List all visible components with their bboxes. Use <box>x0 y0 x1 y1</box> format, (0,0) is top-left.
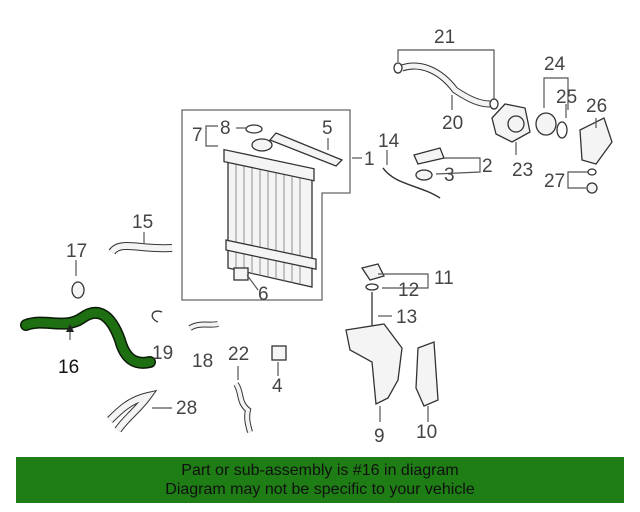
callout-15: 15 <box>132 212 153 233</box>
callout-21: 21 <box>434 27 455 48</box>
callout-27: 27 <box>544 171 565 192</box>
callout-16: 16 <box>58 357 79 378</box>
callout-3: 3 <box>444 165 455 186</box>
callout-2: 2 <box>482 156 493 177</box>
callout-23: 23 <box>512 160 533 181</box>
callout-25: 25 <box>556 87 577 108</box>
callout-22: 22 <box>228 344 249 365</box>
callout-17: 17 <box>66 241 87 262</box>
callout-1: 1 <box>364 149 375 170</box>
callout-4: 4 <box>272 376 283 397</box>
callout-24: 24 <box>544 54 566 75</box>
callout-9: 9 <box>374 426 385 447</box>
callout-11: 11 <box>434 268 454 289</box>
callout-14: 14 <box>378 131 400 152</box>
callout-20: 20 <box>442 113 463 134</box>
banner-line-part: Part or sub-assembly is #16 in diagram <box>181 462 459 479</box>
radiator-assembly <box>181 109 351 301</box>
callout-8: 8 <box>220 118 231 139</box>
callout-6: 6 <box>258 284 269 305</box>
callout-28: 28 <box>176 398 197 419</box>
banner-line-disclaimer: Diagram may not be specific to your vehi… <box>165 481 475 498</box>
callout-13: 13 <box>396 307 417 328</box>
callout-10: 10 <box>416 422 437 443</box>
callout-26: 26 <box>586 96 607 117</box>
callout-19: 19 <box>152 343 173 364</box>
callout-5: 5 <box>322 118 333 139</box>
info-banner: Part or sub-assembly is #16 in diagram D… <box>16 457 624 503</box>
callout-12: 12 <box>398 280 419 301</box>
callout-18: 18 <box>192 351 213 372</box>
callout-7: 7 <box>192 125 203 146</box>
